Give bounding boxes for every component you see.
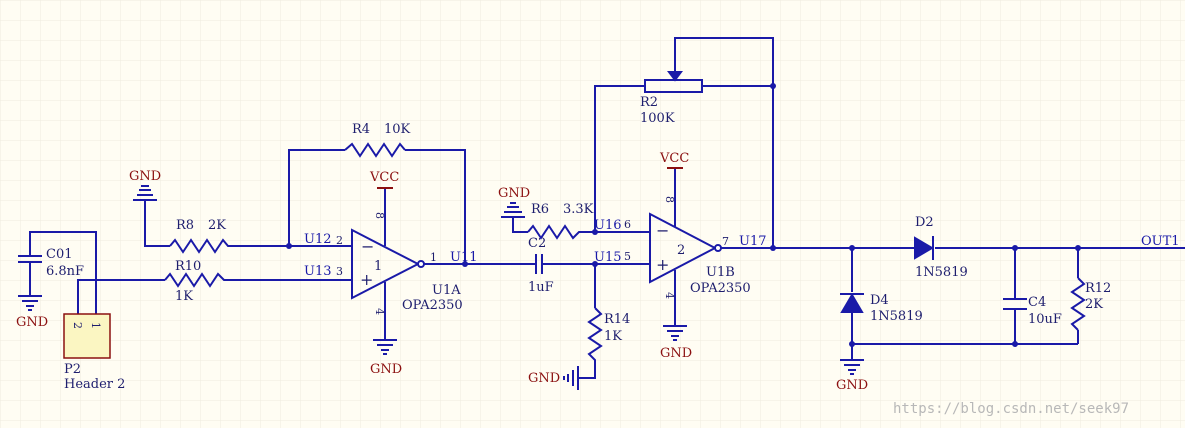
pin-7: 7 bbox=[722, 235, 729, 248]
gnd-symbol-u1b: GND bbox=[660, 325, 692, 361]
c2-value: 1uF bbox=[528, 280, 554, 295]
r4-value: 10K bbox=[384, 122, 411, 137]
resistor-r4: R4 10K bbox=[344, 122, 411, 158]
gnd-label: GND bbox=[498, 186, 530, 201]
pin-4: 4 bbox=[373, 308, 386, 315]
u1b-minus: − bbox=[656, 221, 669, 240]
net-u16: U16 bbox=[594, 218, 622, 233]
u1a-ref: U1A bbox=[432, 283, 461, 298]
r14-ref: R14 bbox=[604, 312, 630, 327]
diode-d2: D2 1N5819 bbox=[914, 215, 968, 280]
r8-value: 2K bbox=[208, 218, 226, 233]
pin-6: 6 bbox=[624, 218, 631, 231]
r6-ref: R6 bbox=[531, 202, 549, 217]
r8-ref: R8 bbox=[176, 218, 194, 233]
net-u17: U17 bbox=[739, 234, 767, 249]
pin-8: 8 bbox=[373, 212, 386, 219]
diode-d4: D4 1N5819 bbox=[840, 293, 923, 324]
c2-ref: C2 bbox=[528, 236, 546, 251]
gnd-symbol-r8: GND bbox=[129, 169, 161, 206]
gnd-symbol-r14: GND bbox=[528, 366, 579, 390]
wires bbox=[29, 37, 1185, 379]
gnd-label: GND bbox=[528, 371, 560, 386]
p2-pin-1: 1 bbox=[89, 322, 102, 329]
d2-ref: D2 bbox=[915, 215, 934, 230]
potentiometer-r2: R2 100K bbox=[640, 70, 703, 126]
resistor-r14: R14 1K bbox=[587, 307, 630, 366]
r12-ref: R12 bbox=[1085, 281, 1111, 296]
p2-ref: P2 bbox=[64, 362, 81, 377]
u1a-unit: 1 bbox=[374, 259, 382, 274]
resistor-r12: R12 2K bbox=[1070, 277, 1111, 331]
resistor-r8: R8 2K bbox=[169, 218, 232, 254]
vcc-label: VCC bbox=[659, 151, 689, 166]
p2-pin-2: 2 bbox=[71, 322, 84, 329]
net-u15: U15 bbox=[594, 250, 622, 265]
r12-value: 2K bbox=[1085, 297, 1103, 312]
gnd-label: GND bbox=[16, 315, 48, 330]
r4-ref: R4 bbox=[352, 122, 370, 137]
vcc-label: VCC bbox=[369, 170, 399, 185]
c4-ref: C4 bbox=[1028, 295, 1046, 310]
junctions bbox=[286, 83, 1081, 347]
r2-ref: R2 bbox=[640, 95, 658, 110]
c01-ref: C01 bbox=[46, 247, 73, 262]
gnd-symbol-r6: GND bbox=[498, 186, 530, 218]
p2-value: Header 2 bbox=[64, 377, 125, 392]
gnd-label: GND bbox=[836, 378, 868, 393]
capacitor-c4: C4 10uF bbox=[1003, 295, 1062, 327]
net-out1: OUT1 bbox=[1141, 234, 1180, 249]
net-u11: U11 bbox=[450, 250, 478, 265]
pin-3: 3 bbox=[336, 265, 343, 278]
gnd-label: GND bbox=[660, 346, 692, 361]
u1b-ref: U1B bbox=[706, 265, 735, 280]
r10-ref: R10 bbox=[175, 259, 201, 274]
opamp-u1b: − + 2 6 5 7 8 4 U1B OPA2350 bbox=[624, 168, 751, 326]
resistor-r10: R10 1K bbox=[164, 259, 232, 304]
pin-1: 1 bbox=[430, 251, 437, 264]
gnd-symbol-u1a: GND bbox=[370, 339, 402, 377]
r6-value: 3.3K bbox=[563, 202, 594, 217]
pin-8: 8 bbox=[663, 196, 676, 203]
u1a-minus: − bbox=[361, 237, 374, 256]
net-labels: U12 U13 U11 U16 U15 U17 OUT1 bbox=[304, 218, 1180, 279]
gnd-symbol-c01: GND bbox=[16, 295, 48, 330]
r10-value: 1K bbox=[175, 289, 193, 304]
c4-value: 10uF bbox=[1028, 312, 1062, 327]
c01-value: 6.8nF bbox=[46, 264, 84, 279]
vcc-symbol-u1a: VCC bbox=[369, 170, 399, 189]
net-u13: U13 bbox=[304, 264, 332, 279]
gnd-symbol-d4: GND bbox=[836, 359, 868, 393]
u1b-plus: + bbox=[656, 255, 669, 274]
u1a-plus: + bbox=[360, 270, 373, 289]
opamp-u1a: − + 1 2 3 1 8 4 U1A OPA2350 bbox=[336, 188, 463, 340]
capacitor-c2: C2 1uF bbox=[528, 236, 554, 295]
r14-value: 1K bbox=[604, 329, 622, 344]
u1a-part: OPA2350 bbox=[402, 298, 463, 313]
gnd-label: GND bbox=[129, 169, 161, 184]
gnd-label: GND bbox=[370, 362, 402, 377]
net-u12: U12 bbox=[304, 232, 332, 247]
d2-value: 1N5819 bbox=[915, 265, 968, 280]
vcc-symbol-u1b: VCC bbox=[659, 151, 689, 169]
u1b-unit: 2 bbox=[677, 243, 685, 258]
resistor-r6: R6 3.3K bbox=[527, 202, 594, 240]
header-p2: 2 1 P2 Header 2 bbox=[63, 313, 125, 392]
capacitor-c01: C01 6.8nF bbox=[18, 246, 84, 279]
d4-ref: D4 bbox=[870, 293, 889, 308]
pin-5: 5 bbox=[624, 250, 631, 263]
pin-4: 4 bbox=[663, 292, 676, 299]
r2-value: 100K bbox=[640, 111, 675, 126]
d4-value: 1N5819 bbox=[870, 309, 923, 324]
pin-2: 2 bbox=[336, 234, 343, 247]
watermark: https://blog.csdn.net/seek97 bbox=[893, 401, 1129, 417]
u1b-part: OPA2350 bbox=[690, 281, 751, 296]
